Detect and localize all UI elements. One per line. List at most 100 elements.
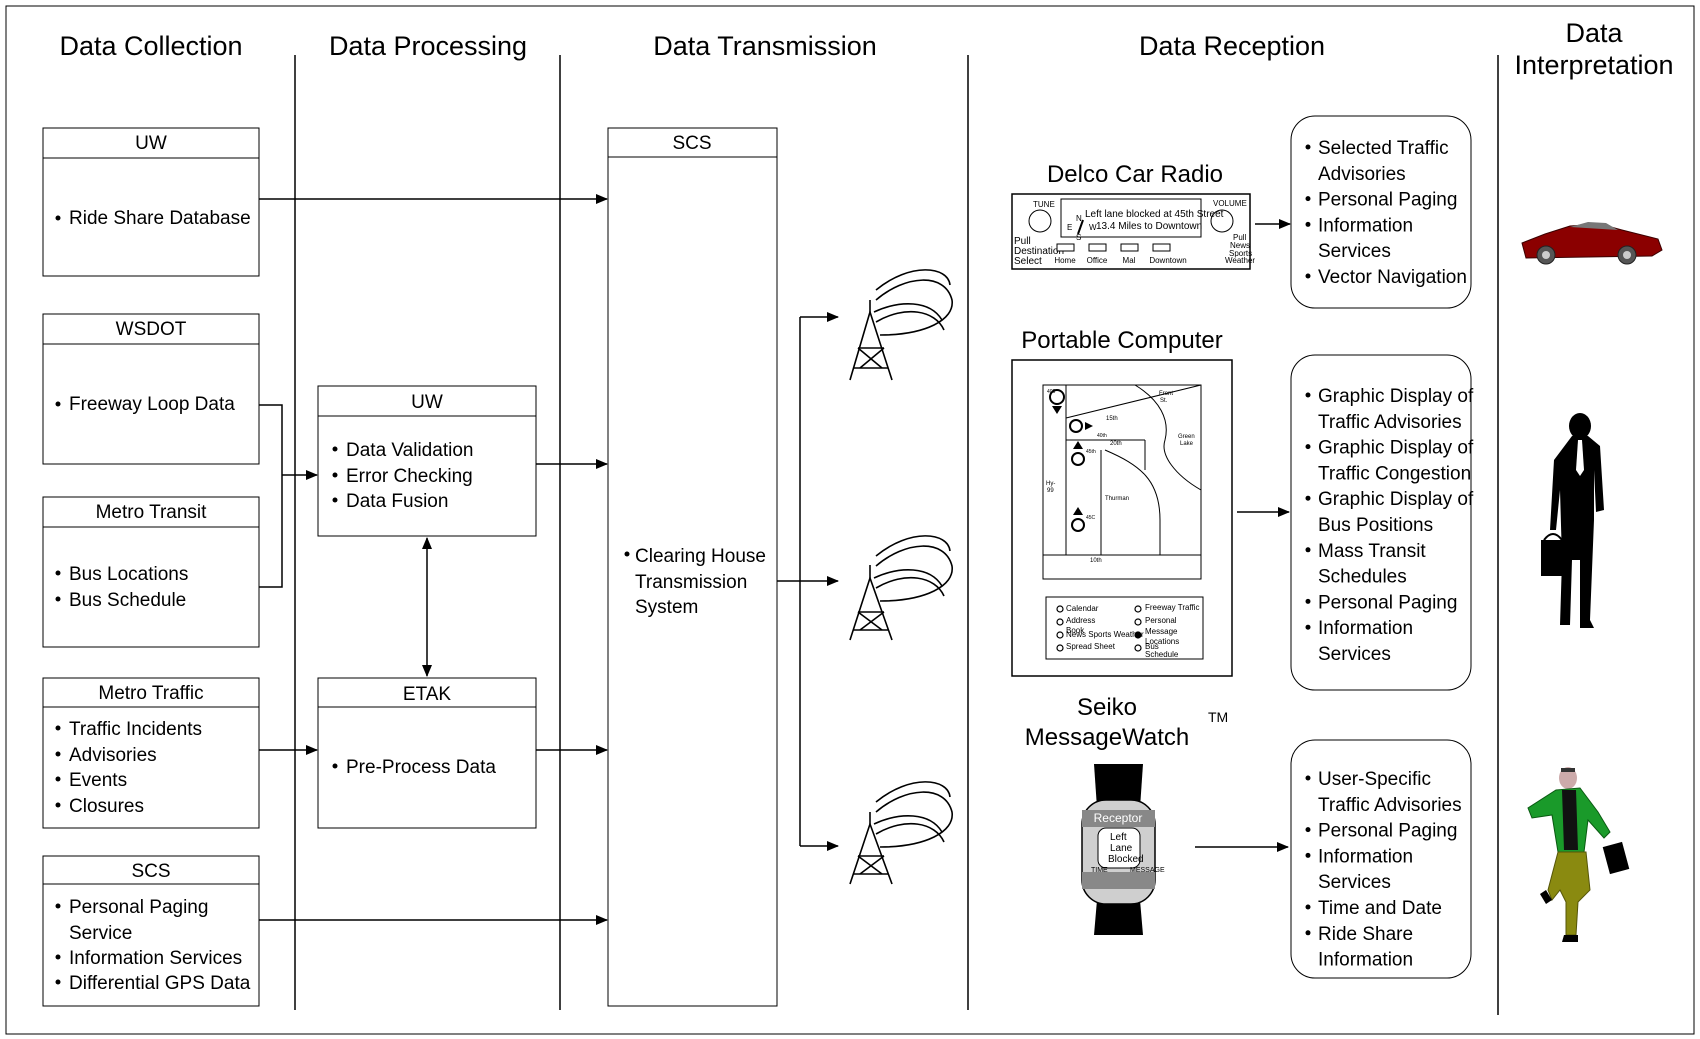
- radio-tune-label: TUNE: [1033, 200, 1055, 209]
- watch-title-line2: MessageWatch: [1025, 724, 1190, 751]
- bullet: [1305, 495, 1311, 501]
- list-item: Differential GPS Data: [69, 973, 251, 994]
- list-item: Ride Share Database: [69, 208, 251, 229]
- reception-item: Schedules: [1318, 567, 1407, 588]
- list-item: Bus Locations: [69, 564, 188, 585]
- svg-text:40th: 40th: [1097, 433, 1107, 439]
- svg-text:TIME: TIME: [1091, 867, 1108, 874]
- trademark: TM: [1208, 709, 1228, 725]
- svg-text:Office: Office: [1087, 256, 1108, 265]
- reception-item: Vector Navigation: [1318, 267, 1467, 288]
- transmission-box-scs: SCS Clearing House Transmission System: [607, 127, 778, 1007]
- svg-text:Message: Message: [1145, 627, 1178, 636]
- svg-text:20th: 20th: [1110, 441, 1122, 447]
- svg-text:15th: 15th: [1106, 416, 1118, 422]
- svg-text:10th: 10th: [1090, 558, 1102, 564]
- box-title: Metro Transit: [96, 502, 208, 523]
- radio-screen-line1: Left lane blocked at 45th Street: [1085, 209, 1224, 220]
- svg-text:Destination: Destination: [1014, 246, 1064, 257]
- reception-item: Information: [1318, 950, 1413, 971]
- box-title: UW: [411, 392, 443, 413]
- svg-text:Front: Front: [1159, 391, 1173, 397]
- bullet: [1305, 827, 1311, 833]
- svg-text:Mal: Mal: [1123, 256, 1136, 265]
- walking-man-icon: [1527, 767, 1630, 942]
- reception-item: Services: [1318, 241, 1391, 262]
- box-title: UW: [135, 133, 167, 154]
- svg-text:Locations: Locations: [1145, 637, 1179, 646]
- bullet: [1305, 444, 1311, 450]
- processing-box-uw: UW Data Validation Error Checking Data F…: [317, 385, 537, 537]
- header-data-interpretation-line1: Data: [1565, 18, 1623, 48]
- businessman-icon: [1541, 413, 1604, 628]
- list-item: Data Validation: [346, 440, 473, 461]
- reception-item: Personal Paging: [1318, 821, 1457, 842]
- collection-box-metro-transit: Metro Transit Bus Locations Bus Schedule: [42, 496, 260, 648]
- bullet: [1305, 904, 1311, 910]
- svg-text:Spread Sheet: Spread Sheet: [1066, 642, 1116, 651]
- svg-text:45C: 45C: [1086, 515, 1096, 521]
- list-item: Advisories: [69, 745, 157, 766]
- svg-text:St.: St.: [1160, 398, 1168, 404]
- collection-box-uw: UW Ride Share Database: [42, 127, 260, 277]
- reception-item: Information: [1318, 846, 1413, 867]
- svg-text:Address: Address: [1066, 616, 1095, 625]
- box-title: WSDOT: [116, 319, 187, 340]
- reception-item: Personal Paging: [1318, 592, 1457, 613]
- svg-text:Lane: Lane: [1110, 843, 1133, 854]
- svg-text:W: W: [1089, 223, 1097, 232]
- svg-text:Book: Book: [1066, 626, 1085, 635]
- list-item: Freeway Loop Data: [69, 394, 235, 415]
- box-title: SCS: [131, 861, 170, 882]
- reception-item: Information: [1318, 618, 1413, 639]
- svg-text:MESSAGE: MESSAGE: [1130, 867, 1165, 874]
- list-item: Error Checking: [346, 466, 473, 487]
- reception-box-watch: [1290, 739, 1472, 979]
- header-data-interpretation-line2: Interpretation: [1514, 50, 1673, 80]
- list-item: Transmission: [635, 572, 747, 593]
- bullet: [1305, 547, 1311, 553]
- list-item: Events: [69, 770, 127, 791]
- radio-title: Delco Car Radio: [1047, 161, 1223, 188]
- bullet: [1305, 598, 1311, 604]
- svg-text:Hy-: Hy-: [1046, 481, 1055, 487]
- reception-item: Traffic Advisories: [1318, 412, 1462, 433]
- svg-text:News Sports Weather: News Sports Weather: [1066, 630, 1144, 639]
- svg-text:Calendar: Calendar: [1066, 604, 1099, 613]
- reception-item: Mass Transit: [1318, 541, 1426, 562]
- watch-title-line1: Seiko: [1077, 694, 1137, 721]
- svg-text:Freeway Traffic: Freeway Traffic: [1145, 603, 1200, 612]
- collection-box-wsdot: WSDOT Freeway Loop Data: [42, 313, 260, 465]
- reception-item: Selected Traffic: [1318, 138, 1449, 159]
- box-title: SCS: [672, 133, 711, 154]
- svg-text:Sports: Sports: [1229, 249, 1252, 258]
- svg-text:Schedule: Schedule: [1145, 650, 1179, 659]
- reception-item: Graphic Display of: [1318, 489, 1474, 510]
- list-item: Data Fusion: [346, 491, 448, 512]
- bullet: [1305, 144, 1311, 150]
- list-item: Bus Schedule: [69, 590, 186, 611]
- list-item: Information Services: [69, 948, 242, 969]
- svg-text:Pull: Pull: [1233, 233, 1247, 242]
- svg-text:S: S: [1076, 233, 1081, 242]
- radio-tower-icon-bottom: [849, 781, 953, 885]
- bullet: [1305, 392, 1311, 398]
- bullet: [1305, 930, 1311, 936]
- svg-text:News: News: [1230, 241, 1250, 250]
- header-data-reception: Data Reception: [1139, 31, 1325, 61]
- column-separators: [294, 55, 1499, 1015]
- reception-item: Time and Date: [1318, 898, 1442, 919]
- header-data-collection: Data Collection: [59, 31, 242, 61]
- header-data-transmission: Data Transmission: [653, 31, 877, 61]
- svg-text:E: E: [1067, 223, 1072, 232]
- list-item: Service: [69, 923, 132, 944]
- list-item: Traffic Incidents: [69, 719, 202, 740]
- collection-box-scs: SCS Personal Paging Service Information …: [42, 855, 260, 1007]
- svg-text:Downtown: Downtown: [1149, 256, 1186, 265]
- watch-receptor-label: Receptor: [1094, 811, 1143, 825]
- portable-computer-icon: Front St. 15th 20th Hy- 99 Thurman Green…: [1011, 359, 1233, 677]
- connectors: [259, 194, 1291, 925]
- svg-text:Pull: Pull: [1014, 236, 1031, 247]
